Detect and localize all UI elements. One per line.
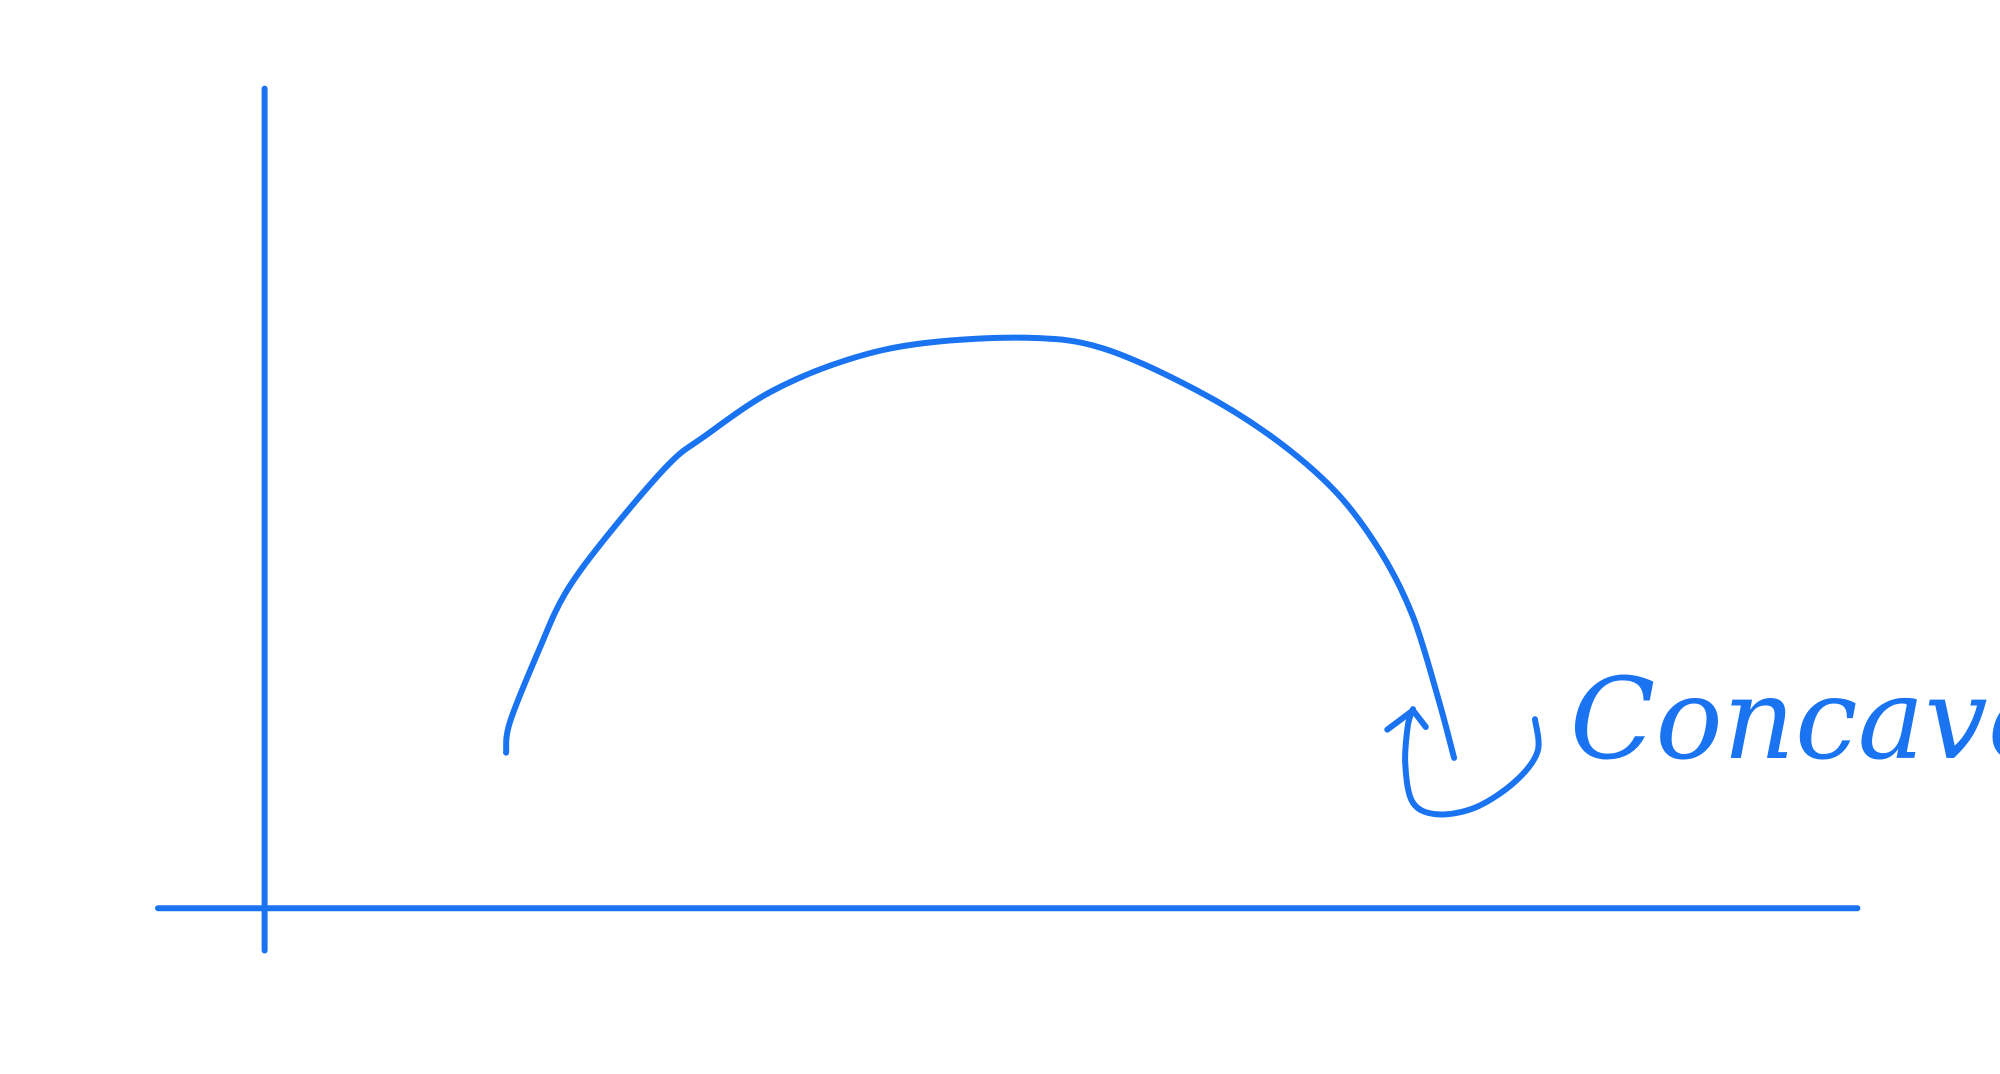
arrow-hook — [1402, 706, 1542, 818]
arrow-head — [1384, 707, 1429, 733]
concave-label: Concave — [1570, 655, 2000, 785]
concave-down-arc — [503, 334, 1458, 761]
